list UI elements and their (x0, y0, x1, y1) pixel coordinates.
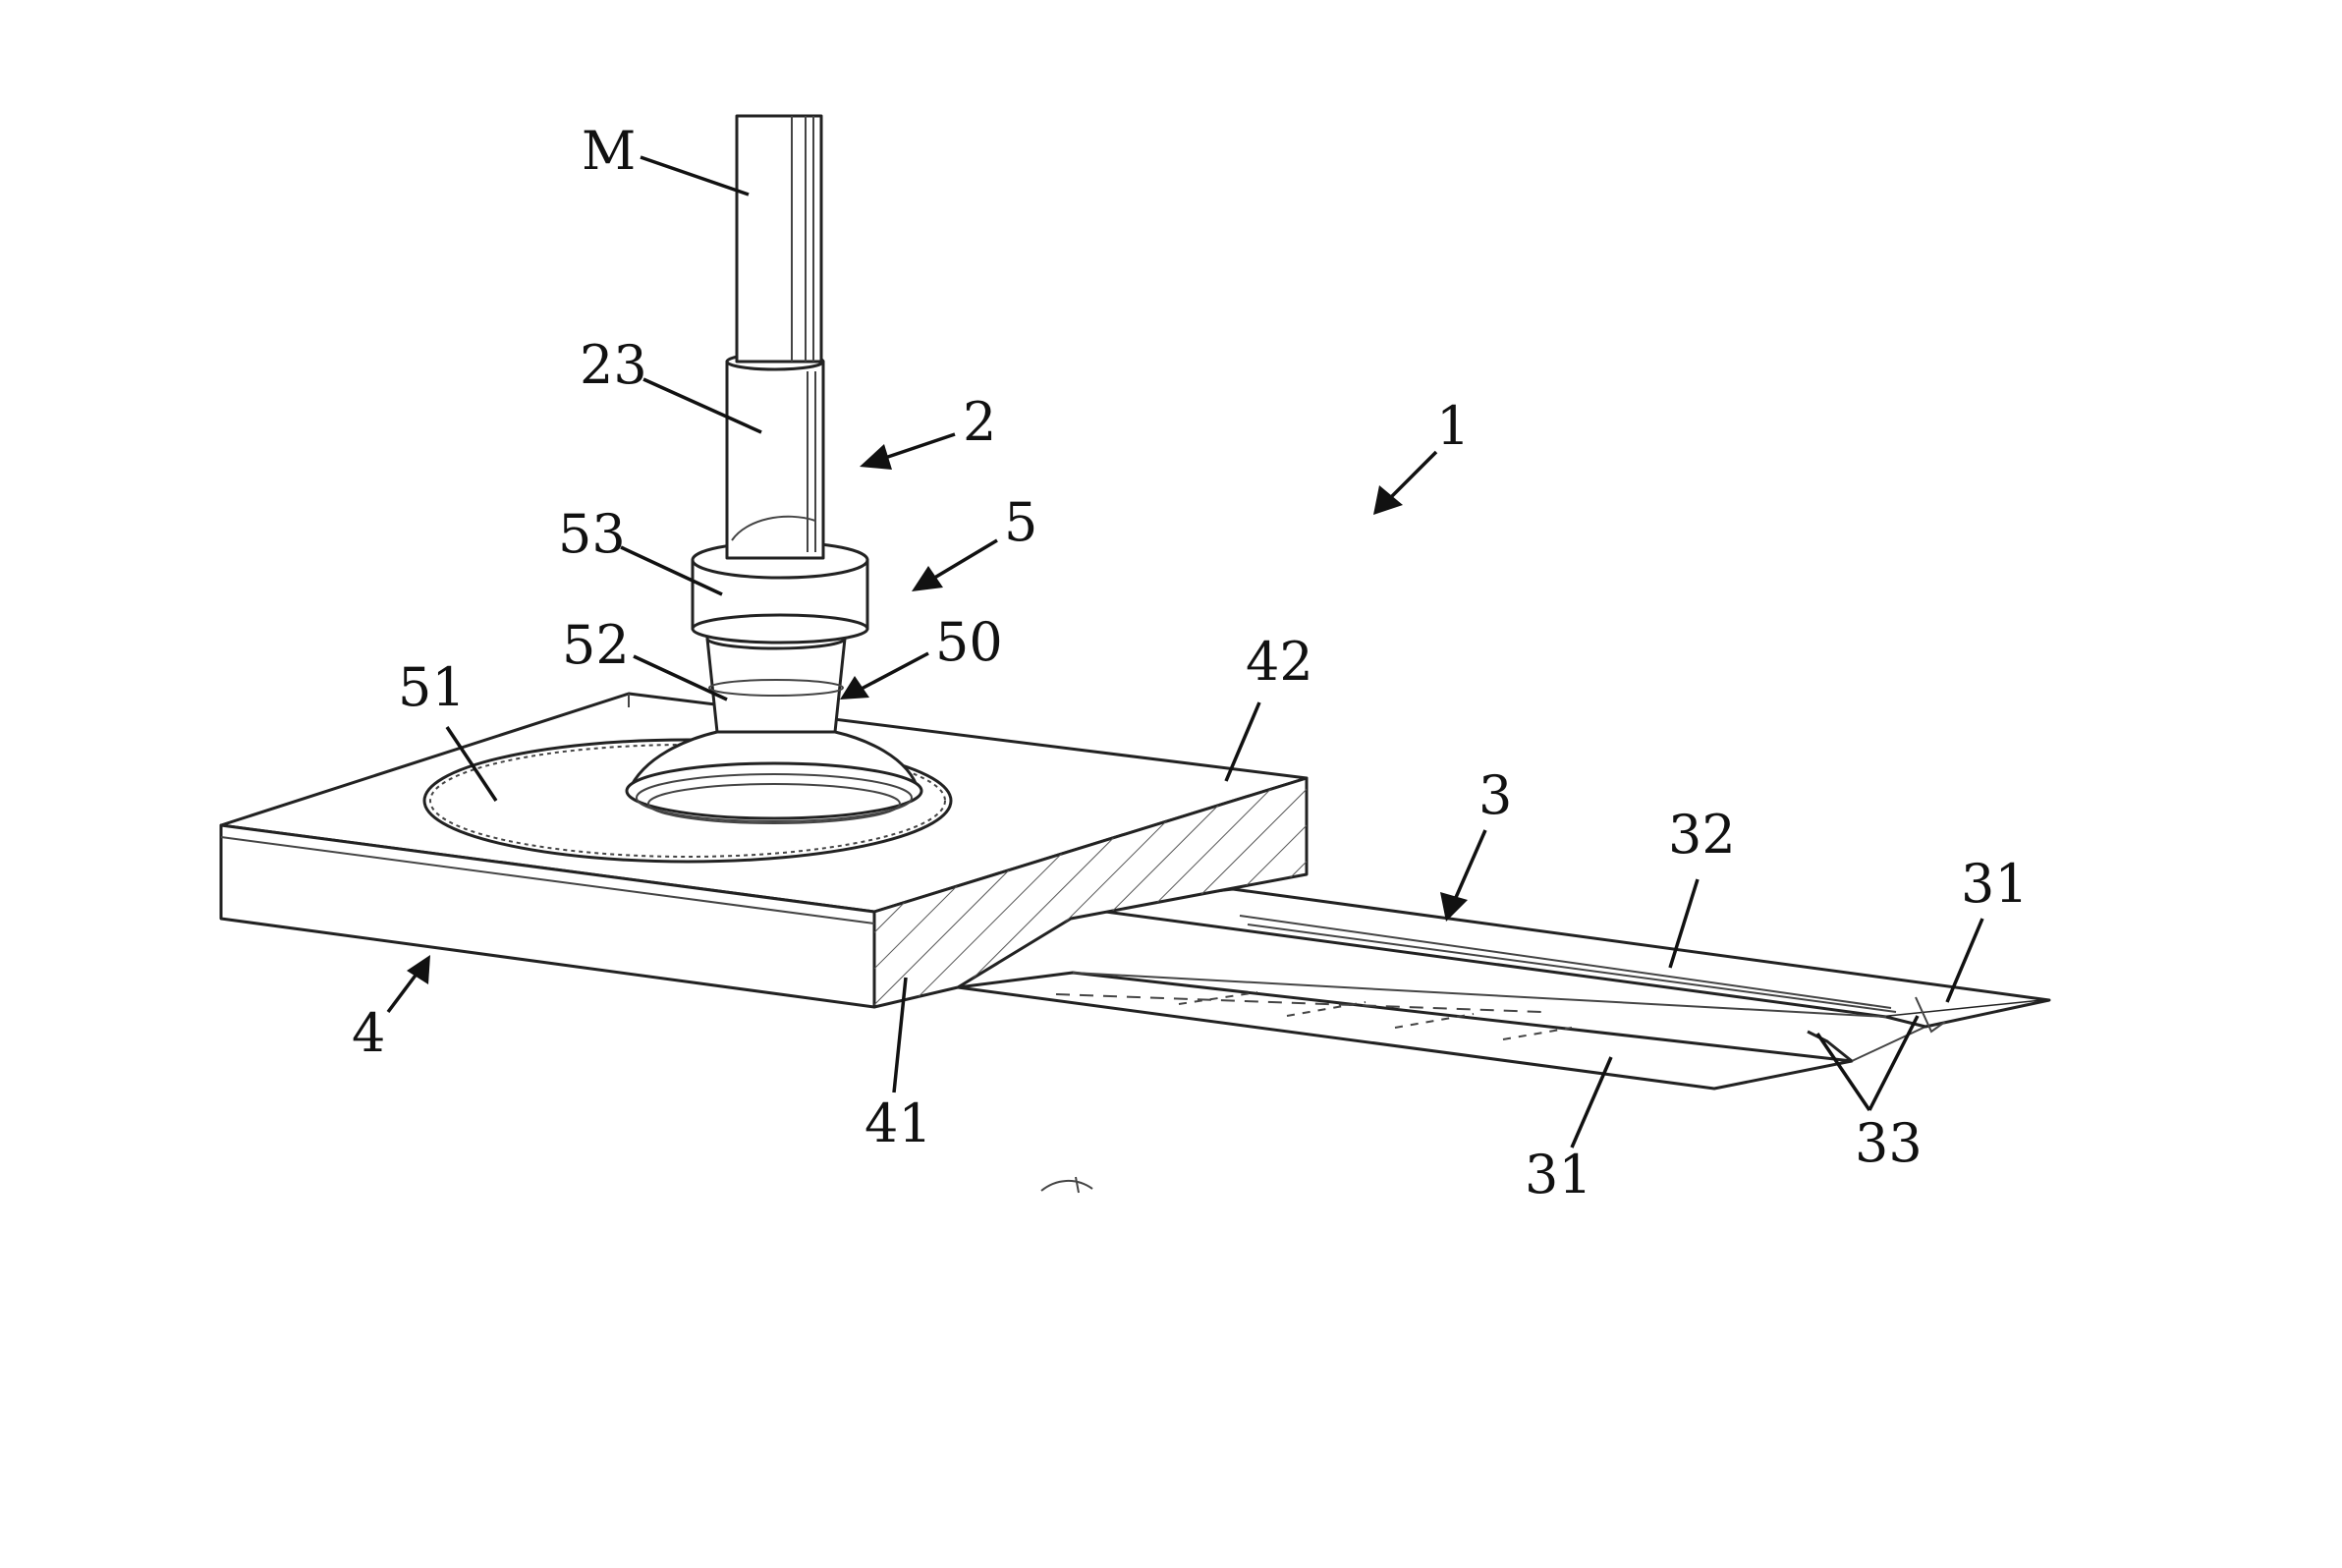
label-M: M (582, 120, 636, 182)
arrow-2 (860, 434, 955, 470)
strip-element-3 (958, 889, 2049, 1089)
label-23: 23 (580, 334, 647, 396)
label-33: 33 (1855, 1112, 1923, 1174)
label-1: 1 (1436, 395, 1470, 457)
label-5: 5 (1004, 491, 1037, 553)
arrow-4 (388, 955, 430, 1012)
adapter-23 (727, 354, 823, 558)
reference-labels: M 23 2 1 5 53 52 50 51 42 3 32 31 4 41 3… (352, 120, 2029, 1205)
label-51: 51 (398, 656, 466, 718)
label-50: 50 (935, 611, 1003, 673)
label-31-top: 31 (1961, 853, 2029, 915)
drawing-artifact (1041, 1177, 1092, 1193)
label-4: 4 (352, 1002, 385, 1064)
label-42: 42 (1246, 631, 1313, 693)
shaft-M (737, 116, 821, 362)
leader-M (641, 157, 749, 195)
arrow-3 (1440, 830, 1485, 922)
label-52: 52 (562, 614, 630, 676)
label-31-bottom: 31 (1525, 1144, 1592, 1205)
arrow-1 (1373, 452, 1436, 515)
label-32: 32 (1668, 804, 1736, 866)
label-2: 2 (963, 391, 996, 453)
arrow-5 (912, 540, 997, 591)
label-53: 53 (558, 503, 626, 565)
label-41: 41 (864, 1092, 932, 1154)
arrow-50 (840, 653, 928, 700)
leader-33b (1869, 1016, 1918, 1110)
label-3: 3 (1478, 764, 1512, 826)
leader-33a (1817, 1034, 1869, 1110)
